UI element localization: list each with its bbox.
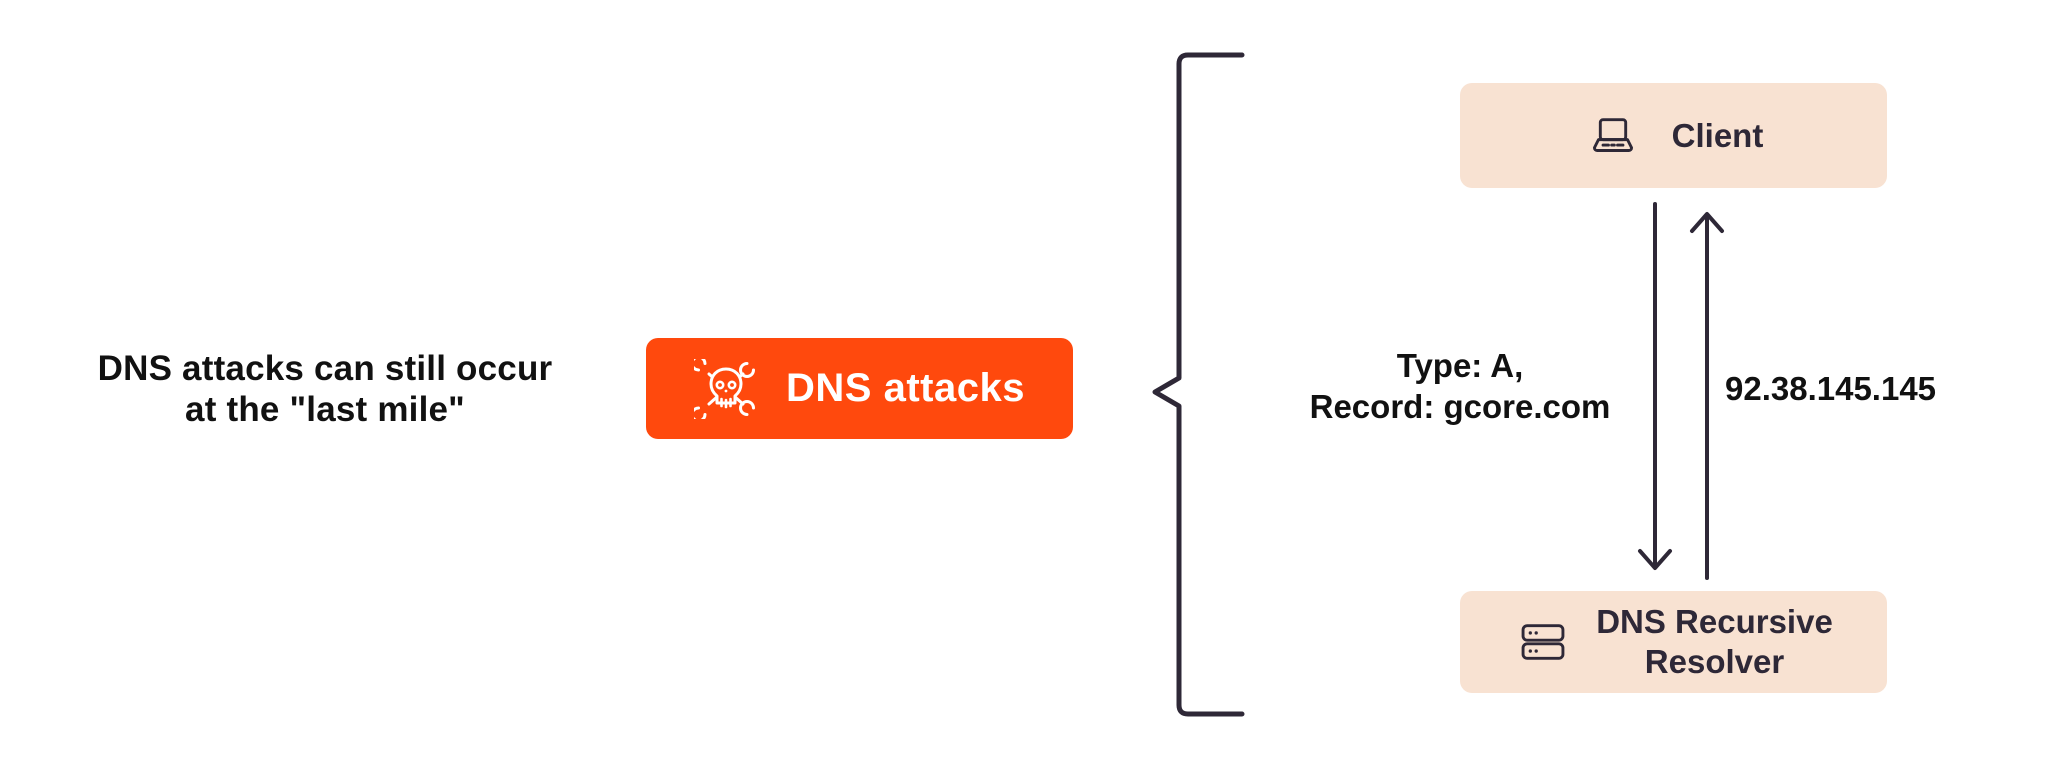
skull-crossed-wrenches-icon (694, 358, 756, 419)
dns-attacks-label: DNS attacks (786, 366, 1025, 410)
server-icon (1521, 624, 1565, 660)
dns-attacks-badge: DNS attacks (646, 338, 1073, 439)
caption: DNS attacks can still occur at the "last… (65, 348, 585, 430)
query-response-arrows (1638, 202, 1724, 580)
client-node: Client (1460, 83, 1887, 188)
client-label: Client (1671, 116, 1764, 154)
curly-brace (1152, 52, 1245, 717)
resolver-label-line2: Resolver (1644, 643, 1785, 680)
up-arrow (1690, 212, 1724, 580)
caption-line2: at the "last mile" (185, 390, 465, 429)
resolver-label: DNS Recursive Resolver (1596, 602, 1833, 682)
resolver-label-line1: DNS Recursive (1596, 603, 1833, 640)
laptop-icon (1592, 117, 1633, 152)
caption-line1: DNS attacks can still occur (97, 349, 553, 388)
dns-recursive-resolver-node: DNS Recursive Resolver (1460, 591, 1887, 693)
response-label: 92.38.145.145 (1725, 370, 1937, 407)
down-arrow (1638, 202, 1672, 570)
query-label-line2: Record: gcore.com (1309, 388, 1611, 425)
query-label: Type: A, Record: gcore.com (1270, 345, 1650, 427)
query-label-line1: Type: A, (1396, 347, 1524, 384)
